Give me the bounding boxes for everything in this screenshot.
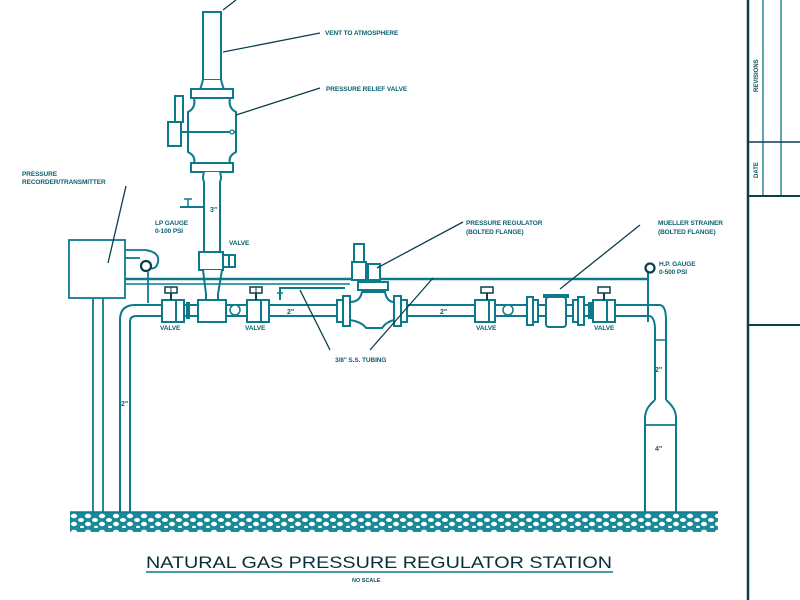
left-support-size: 2" [121, 401, 128, 408]
riser-valve-label: VALVE [229, 240, 250, 247]
valve-3 [474, 286, 514, 323]
right-riser-upper-size: 2" [655, 367, 662, 374]
line-size-right: 2" [440, 309, 447, 316]
valve-label-3: VALVE [476, 325, 497, 332]
ground-hatch [70, 511, 718, 532]
right-riser-lower-size: 4" [655, 446, 662, 453]
strainer-label-1: MUELLER STRAINER [658, 220, 723, 227]
title-block: REVISIONS DATE [746, 0, 800, 600]
regulator-label-1: PRESSURE REGULATOR [466, 220, 543, 227]
riser-size-label: 3" [210, 207, 217, 214]
riser-3in: 3" VALVE [180, 171, 250, 306]
recorder-label-2: RECORDER/TRANSMITTER [22, 179, 106, 186]
valve-4 [588, 286, 616, 323]
recorder-label-1: PRESSURE [22, 171, 58, 178]
date-label: DATE [754, 162, 760, 178]
pressure-recorder-transmitter [68, 239, 145, 512]
sensing-line [125, 272, 649, 322]
valve-label-4: VALVE [594, 325, 615, 332]
hp-gauge-label-1: H.P. GAUGE [659, 261, 696, 268]
leader-lines [107, 0, 641, 351]
line-size-left: 2" [287, 309, 294, 316]
drawing-title-block: NATURAL GAS PRESSURE REGULATOR STATION N… [146, 553, 613, 584]
regulator-label-2: (BOLTED FLANGE) [466, 229, 524, 236]
valve-label-1: VALVE [160, 325, 181, 332]
callout-labels: VENT TO ATMOSPHERE PRESSURE RELIEF VALVE… [22, 30, 723, 364]
lp-gauge-label-2: 0-100 PSI [155, 228, 183, 235]
drawing-title: NATURAL GAS PRESSURE REGULATOR STATION [146, 553, 612, 572]
hp-gauge-label-2: 0-500 PSI [659, 269, 687, 276]
mueller-strainer [526, 294, 585, 328]
main-pipe: 2" 4" 2" 2" 2" [119, 304, 677, 512]
lp-gauge [139, 249, 160, 303]
vent-stack [198, 11, 226, 91]
pressure-regulator [336, 243, 408, 329]
valve-2 [246, 286, 270, 323]
relief-valve-label: PRESSURE RELIEF VALVE [326, 86, 408, 93]
scale-note: NO SCALE [352, 578, 381, 584]
valve-label-2: VALVE [245, 325, 266, 332]
tubing-label: 3/8" S.S. TUBING [335, 357, 386, 364]
vent-label: VENT TO ATMOSPHERE [325, 30, 399, 37]
lp-gauge-label-1: LP GAUGE [155, 220, 189, 227]
hp-gauge [644, 262, 656, 274]
strainer-label-2: (BOLTED FLANGE) [658, 229, 716, 236]
valve-1 [161, 286, 190, 323]
riser-tee [197, 299, 241, 323]
pressure-relief-valve [167, 88, 237, 173]
revisions-label: REVISIONS [754, 59, 760, 92]
